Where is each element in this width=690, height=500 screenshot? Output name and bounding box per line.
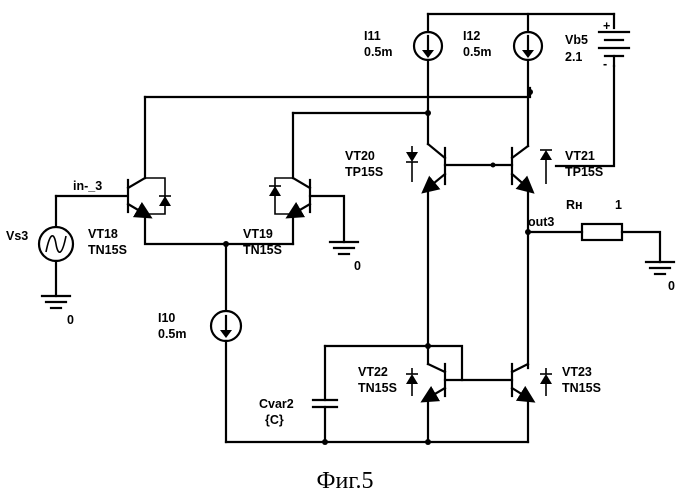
rn-ground-label: 0 bbox=[668, 279, 675, 293]
vt22-model: TN15S bbox=[358, 381, 397, 395]
i11-name: I11 bbox=[364, 29, 381, 43]
transistor-vt20 bbox=[406, 144, 512, 364]
vb5-value: 2.1 bbox=[565, 50, 582, 64]
vt23-name: VT23 bbox=[562, 365, 592, 379]
transistor-vt21 bbox=[512, 146, 552, 368]
vt19-name: VT19 bbox=[243, 227, 273, 241]
vb5-name: Vb5 bbox=[565, 33, 588, 47]
rn-value: 1 bbox=[615, 198, 622, 212]
vt18-name: VT18 bbox=[88, 227, 118, 241]
in-net-label: in-_3 bbox=[73, 179, 102, 193]
vt23-model: TN15S bbox=[562, 381, 601, 395]
transistor-vt23 bbox=[512, 364, 552, 398]
current-source-i11 bbox=[414, 32, 442, 144]
i12-value: 0.5m bbox=[463, 45, 492, 59]
cvar2-name: Cvar2 bbox=[259, 397, 294, 411]
vt19-ground-label: 0 bbox=[354, 259, 361, 273]
vt22-name: VT22 bbox=[358, 365, 388, 379]
transistor-vt19 bbox=[269, 178, 358, 254]
vs3-ground-label: 0 bbox=[67, 313, 74, 327]
vt21-model: TP15S bbox=[565, 165, 603, 179]
i10-value: 0.5m bbox=[158, 327, 187, 341]
vt21-name: VT21 bbox=[565, 149, 595, 163]
load-resistor-rn bbox=[525, 224, 674, 274]
current-source-i10 bbox=[211, 244, 241, 442]
vt20-name: VT20 bbox=[345, 149, 375, 163]
out-net-label: out3 bbox=[528, 215, 554, 229]
transistor-vt22 bbox=[406, 364, 512, 398]
vs3-name: Vs3 bbox=[6, 229, 28, 243]
vb5-minus-sign: - bbox=[603, 57, 607, 71]
vb5-plus-sign: + bbox=[603, 19, 610, 33]
vt20-model: TP15S bbox=[345, 165, 383, 179]
vt18-model: TN15S bbox=[88, 243, 127, 257]
current-source-i12 bbox=[514, 32, 542, 146]
i12-name: I12 bbox=[463, 29, 480, 43]
cvar2-value: {C} bbox=[265, 413, 284, 427]
rn-name: Rн bbox=[566, 198, 583, 212]
i10-name: I10 bbox=[158, 311, 175, 325]
figure-caption: Фиг.5 bbox=[317, 468, 374, 494]
vt19-model: TN15S bbox=[243, 243, 282, 257]
i11-value: 0.5m bbox=[364, 45, 393, 59]
